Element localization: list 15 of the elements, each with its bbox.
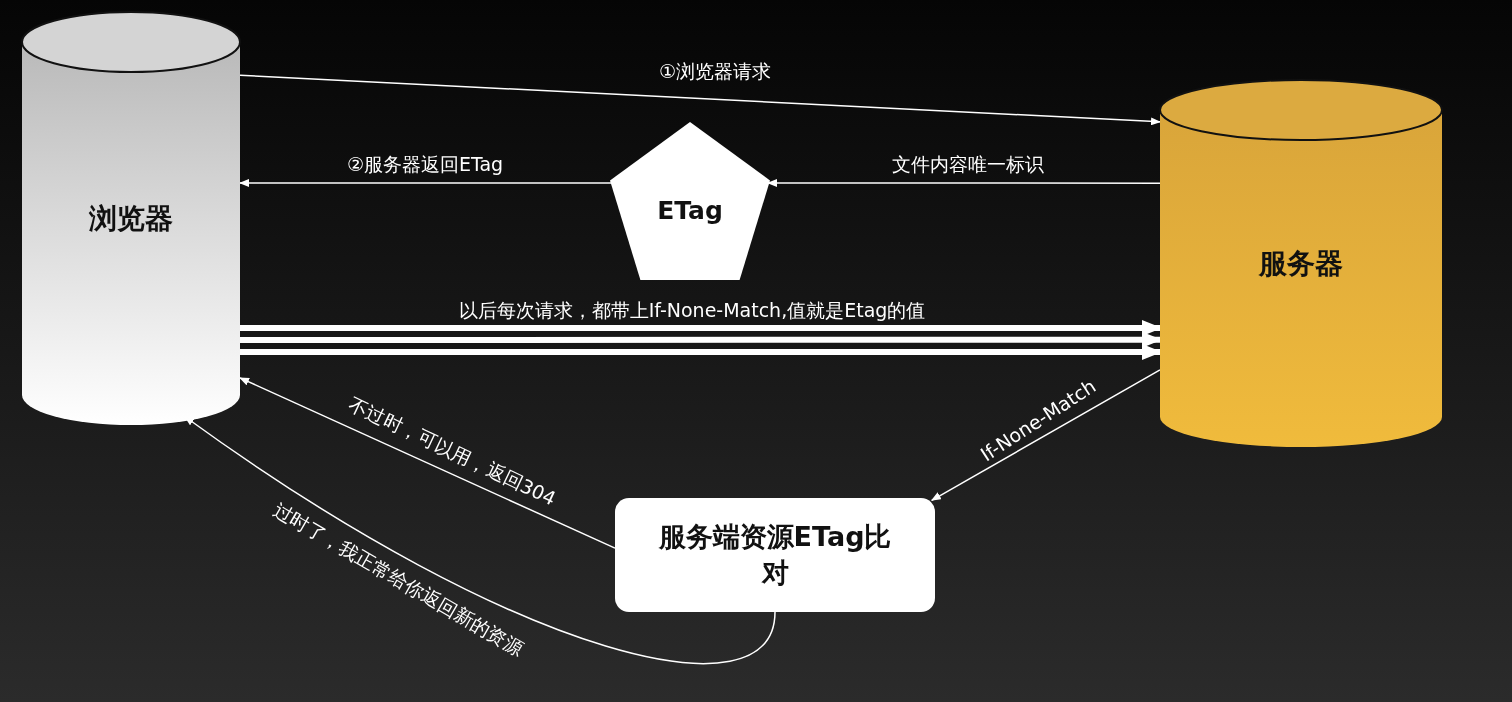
arrow [239,377,616,549]
arrow [767,179,1161,187]
thick-arrow [240,331,1162,348]
node-label: ETag [657,195,723,225]
node-label: 服务器 [1259,245,1343,282]
node-label: 服务端资源ETag比对 [657,520,893,590]
edge-label: ①浏览器请求 [659,59,771,84]
thick-arrow [240,343,1162,360]
edge-label: ②服务器返回ETag [346,152,504,177]
edge-label: 以后每次请求，都带上If-None-Match,值就是Etag的值 [458,298,926,323]
node-label: 浏览器 [89,200,173,237]
thick-arrow [240,320,1162,337]
arrow [239,74,1161,126]
edge-label: 文件内容唯一标识 [892,152,1044,177]
arrow [930,369,1161,502]
